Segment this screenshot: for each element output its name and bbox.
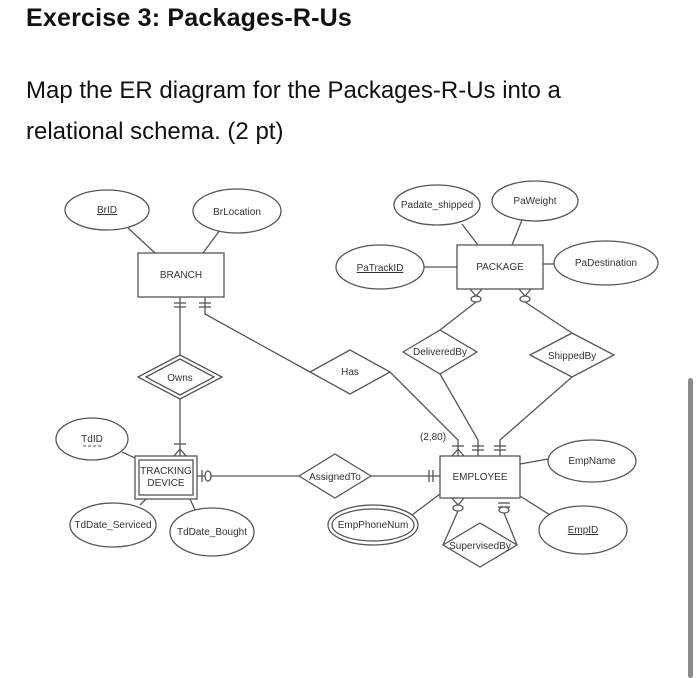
relationship-delivered-by: DeliveredBy	[401, 329, 479, 375]
relationship-assigned-to: AssignedTo	[297, 453, 373, 499]
attribute-tddate-bought: TdDate_Bought	[169, 507, 255, 557]
attribute-label: EmpName	[568, 456, 616, 467]
entity-label: BRANCH	[160, 270, 202, 281]
relationship-label: AssignedTo	[309, 472, 361, 483]
attribute-label: TdID	[81, 434, 103, 445]
attribute-label: TdDate_Serviced	[74, 520, 151, 531]
attribute-brlocation: BrLocation	[192, 188, 282, 234]
attribute-label: PaDestination	[575, 258, 637, 269]
relationship-shipped-by: ShippedBy	[528, 332, 616, 378]
attribute-padestination: PaDestination	[553, 240, 659, 286]
exercise-title: Exercise 3: Packages-R-Us	[26, 4, 353, 32]
attribute-label: Padate_shipped	[401, 200, 473, 211]
cardinality-label: (2,80)	[420, 432, 446, 443]
attribute-padate-shipped: Padate_shipped	[393, 184, 481, 226]
entity-employee: EMPLOYEE	[439, 455, 521, 499]
attribute-brid: BrID	[64, 189, 150, 231]
entity-label: DEVICE	[147, 478, 185, 489]
relationship-label: DeliveredBy	[413, 347, 467, 358]
attribute-label: TdDate_Bought	[177, 527, 247, 538]
attribute-label: PaTrackID	[357, 263, 404, 274]
relationship-label: Owns	[167, 373, 193, 384]
relationship-owns: Owns	[136, 354, 224, 400]
entity-label: PACKAGE	[476, 262, 524, 273]
entity-tracking-device: TRACKING DEVICE	[134, 455, 198, 500]
entity-package: PACKAGE	[456, 244, 544, 290]
attribute-empphonenum: EmpPhoneNum	[327, 504, 419, 546]
relationship-supervised-by: SupervisedBy	[441, 522, 519, 568]
attribute-label: EmpID	[568, 525, 599, 536]
scrollbar[interactable]	[688, 378, 693, 678]
attribute-patrackid: PaTrackID	[335, 244, 425, 290]
connector-lines	[121, 219, 573, 546]
relationship-label: SupervisedBy	[449, 541, 511, 552]
attribute-tddate-serviced: TdDate_Serviced	[69, 502, 157, 548]
attribute-label: BrID	[97, 205, 117, 216]
attribute-empid: EmpID	[538, 505, 628, 555]
entity-label: EMPLOYEE	[452, 472, 507, 483]
relationship-has: Has	[308, 349, 392, 395]
attribute-label: EmpPhoneNum	[338, 520, 409, 531]
attribute-empname: EmpName	[547, 439, 637, 483]
relationship-label: Has	[341, 367, 359, 378]
attribute-paweight: PaWeight	[491, 180, 579, 222]
attribute-tdid: TdID	[55, 417, 129, 461]
relationship-label: ShippedBy	[548, 351, 596, 362]
entity-branch: BRANCH	[137, 252, 225, 298]
exercise-prompt: Map the ER diagram for the Packages-R-Us…	[26, 77, 561, 145]
entity-label: TRACKING	[140, 466, 192, 477]
attribute-label: PaWeight	[513, 196, 556, 207]
attribute-label: BrLocation	[213, 207, 261, 218]
